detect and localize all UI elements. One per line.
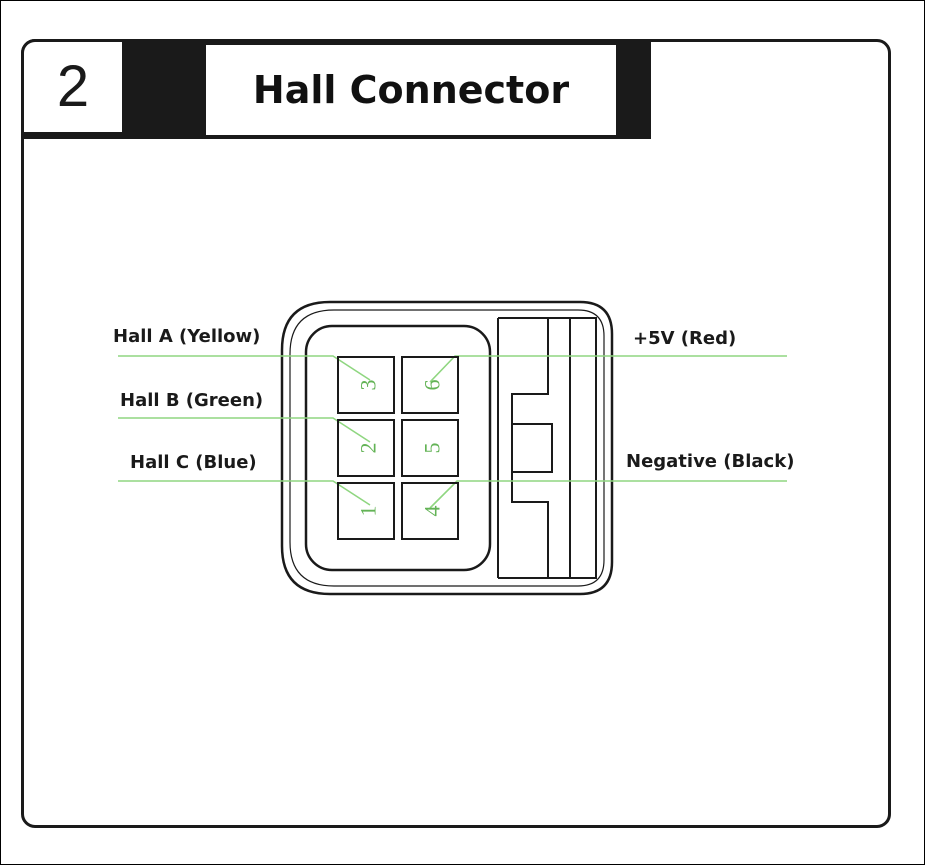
leader-line-hall-c <box>118 480 371 506</box>
step-number-box: 2 <box>24 42 122 132</box>
pin-6 <box>401 356 459 414</box>
label-hall-c: Hall C (Blue) <box>130 452 257 473</box>
pin-3 <box>337 356 395 414</box>
leader-line-hall-b <box>118 417 371 443</box>
pin-5 <box>401 419 459 477</box>
label-negative: Negative (Black) <box>626 451 795 472</box>
step-number: 2 <box>56 54 90 119</box>
diagram-card <box>21 39 891 828</box>
pin-6-label: 6 <box>420 380 445 391</box>
connector-latch <box>497 317 597 579</box>
label-hall-a: Hall A (Yellow) <box>113 326 261 347</box>
label-plus-5v: +5V (Red) <box>633 328 737 349</box>
connector-housing <box>280 300 614 596</box>
leader-line-negative <box>429 480 787 509</box>
pin-4-label: 4 <box>420 506 445 517</box>
page-title: Hall Connector <box>252 68 570 112</box>
leader-line-hall-a <box>118 355 371 381</box>
pin-1 <box>337 482 395 540</box>
pin-grid <box>337 356 459 540</box>
title-box: Hall Connector <box>206 45 616 135</box>
pin-1-label: 1 <box>356 506 381 517</box>
connector-housing-inner-edge <box>289 309 605 587</box>
pin-2-label: 2 <box>356 443 381 454</box>
pin-2 <box>337 419 395 477</box>
leader-line-plus-5v <box>429 355 787 383</box>
leader-lines <box>118 355 787 509</box>
pin-3-label: 3 <box>356 380 381 391</box>
pin-5-label: 5 <box>420 443 445 454</box>
label-hall-b: Hall B (Green) <box>120 390 264 411</box>
pin-cavity <box>304 324 492 572</box>
pin-4 <box>401 482 459 540</box>
